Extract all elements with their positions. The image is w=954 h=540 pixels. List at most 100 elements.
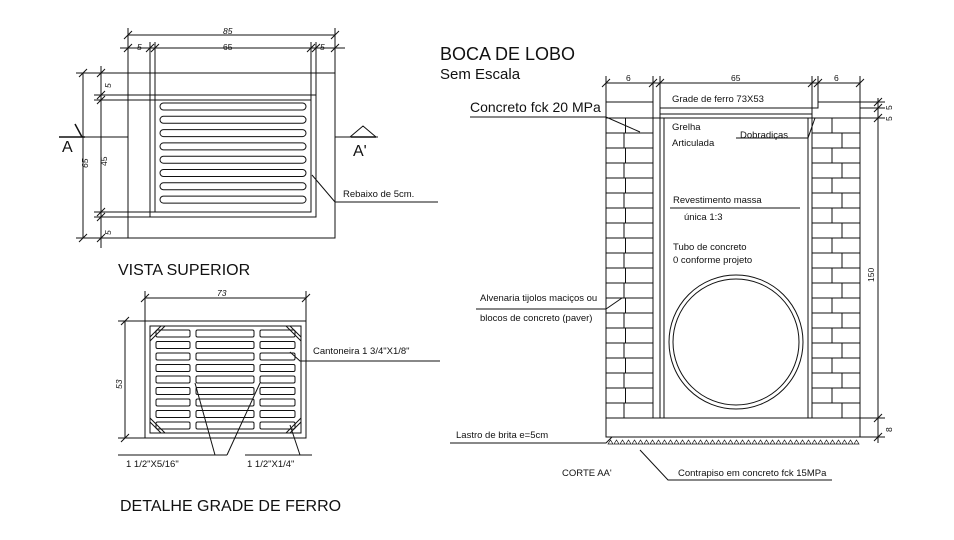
gravel-stone — [679, 439, 686, 445]
dim-grate-height: 53 — [114, 379, 124, 389]
grate-detail-slot — [259, 421, 296, 430]
grate-detail-slot — [259, 329, 296, 338]
label-grelha: Grelha — [672, 122, 701, 133]
grate-detail-slot — [259, 387, 296, 395]
gravel-stone — [775, 439, 782, 445]
section-title: BOCA DE LOBO — [440, 44, 576, 64]
gravel-stone — [673, 439, 680, 445]
section-grate — [659, 107, 813, 115]
gravel-stone — [703, 439, 710, 445]
dim-wall-left: 6 — [626, 73, 631, 83]
section-pipe-inner — [672, 278, 800, 406]
dim-wall-right: 6 — [834, 73, 839, 83]
gravel-stone — [643, 439, 650, 445]
gravel-stone — [691, 439, 698, 445]
label-bar-1: 1 1/2"X5/16" — [126, 459, 179, 470]
gravel-stone — [715, 439, 722, 445]
gravel-stone — [751, 439, 758, 445]
gravel-stone — [847, 439, 854, 445]
gravel-stone — [763, 439, 770, 445]
grate-detail-slot — [155, 329, 191, 338]
label-revestimento-2: única 1:3 — [684, 212, 723, 223]
gravel-stone — [853, 439, 860, 445]
grate-detail-slot — [155, 387, 191, 395]
gravel-stone — [841, 439, 848, 445]
dim-total-width: 85 — [223, 26, 233, 36]
gravel-stone — [733, 439, 740, 445]
label-alvenaria-1: Alvenaria tijolos maciços ou — [480, 293, 598, 304]
section-pipe-outer — [668, 274, 804, 410]
gravel-stone — [619, 439, 626, 445]
section-mark-right: A' — [353, 143, 367, 160]
dim-top-5b: 5 — [884, 116, 894, 121]
dim-grate-width: 73 — [217, 288, 227, 298]
label-bar-2: 1 1/2"X1/4" — [247, 459, 295, 470]
label-revestimento-1: Revestimento massa — [673, 195, 762, 206]
label-dobradicas: Dobradiças — [740, 130, 789, 141]
dim-side-left: 5 — [137, 42, 142, 52]
gravel-stone — [739, 439, 746, 445]
gravel-stone — [661, 439, 668, 445]
gravel-stone — [721, 439, 728, 445]
gravel-stone — [817, 439, 824, 445]
grate-detail-slot — [195, 364, 255, 372]
grate-slot — [159, 195, 307, 204]
grate-detail-slot — [195, 352, 255, 361]
label-grade: Grade de ferro 73X53 — [672, 94, 764, 105]
gravel-stone — [745, 439, 752, 445]
dim-v-small-top: 5 — [103, 83, 113, 88]
grate-detail-slot — [155, 398, 191, 407]
label-concreto: Concreto fck 20 MPa — [470, 99, 601, 115]
gravel-stone — [697, 439, 704, 445]
label-tubo-2: 0 conforme projeto — [673, 255, 753, 266]
gravel-stone — [793, 439, 800, 445]
gravel-stone — [805, 439, 812, 445]
grate-detail-frame-inner — [149, 325, 302, 434]
dim-section-height: 150 — [866, 267, 876, 282]
dim-total-height: 65 — [80, 158, 90, 168]
section-subtitle: Sem Escala — [440, 66, 521, 83]
label-articulada: Articulada — [672, 138, 715, 149]
dim-v-small-bottom: 5 — [103, 230, 113, 235]
grate-detail-slot — [195, 421, 255, 430]
grate-slot — [159, 155, 307, 164]
gravel-stone — [625, 439, 632, 445]
label-alvenaria-2: blocos de concreto (paver) — [480, 313, 593, 324]
dim-top-5a: 5 — [884, 105, 894, 110]
grate-slot — [159, 182, 307, 191]
grate-detail-slot — [195, 329, 255, 338]
gravel-stone — [781, 439, 788, 445]
top-view-title: VISTA SUPERIOR — [118, 262, 251, 279]
grate-detail-slot — [155, 364, 191, 372]
grate-detail-title: DETALHE GRADE DE FERRO — [120, 498, 342, 515]
gravel-stone — [727, 439, 734, 445]
grate-detail-slot — [155, 421, 191, 430]
grate-detail-drawing — [118, 291, 440, 456]
gravel-stone — [811, 439, 818, 445]
section-base-slab — [605, 417, 861, 438]
gravel-stone — [799, 439, 806, 445]
grate-detail-slot — [195, 387, 255, 395]
dim-side-right: 5 — [320, 42, 325, 52]
grate-slot — [159, 115, 307, 124]
grate-detail-slot — [155, 410, 191, 418]
grate-detail-slot — [155, 375, 191, 384]
top-view-grate-inner — [154, 99, 312, 213]
gravel-stone — [649, 439, 656, 445]
gravel-layer — [607, 439, 860, 445]
grate-detail-slot — [259, 410, 296, 418]
gravel-stone — [613, 439, 620, 445]
label-tubo-1: Tubo de concreto — [673, 242, 747, 253]
grate-slot — [159, 102, 307, 111]
dim-inner-width: 65 — [223, 42, 233, 52]
dim-base: 8 — [884, 427, 894, 432]
grate-detail-frame-outer — [144, 320, 307, 439]
top-view-outer-frame — [127, 72, 336, 239]
grate-slot — [159, 169, 307, 177]
label-rebaixo: Rebaixo de 5cm. — [343, 189, 415, 200]
gravel-stone — [709, 439, 716, 445]
gravel-stone — [787, 439, 794, 445]
dim-inner-height: 45 — [99, 156, 109, 166]
gravel-stone — [637, 439, 644, 445]
